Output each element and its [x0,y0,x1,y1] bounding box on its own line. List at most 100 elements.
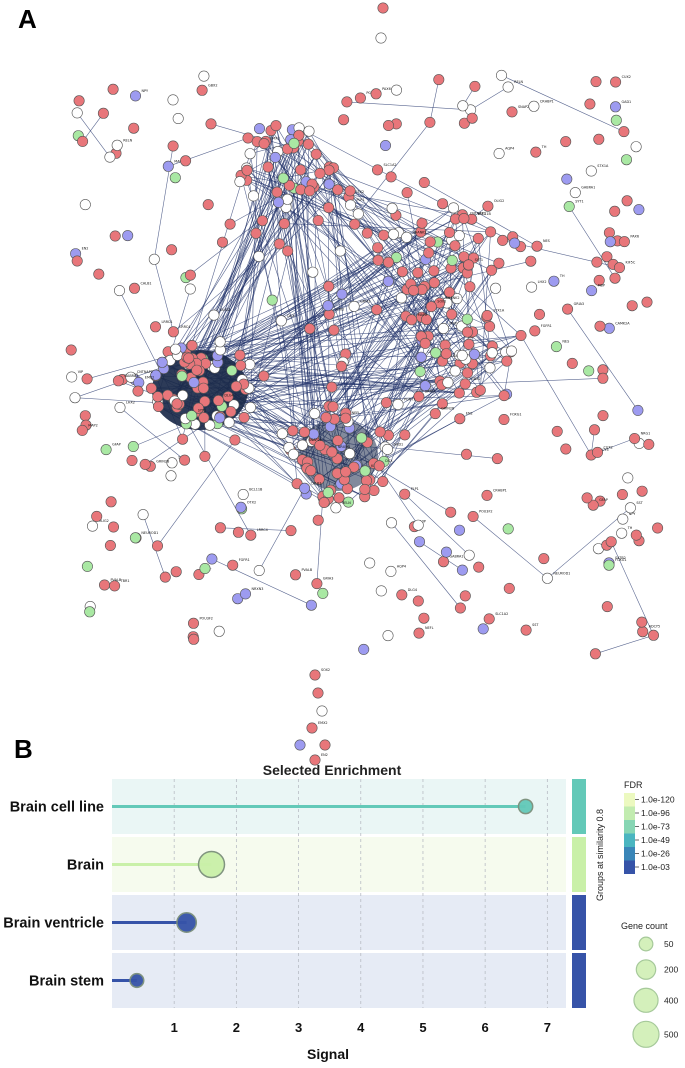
network-node-label: CAMK2A [615,321,630,325]
network-node [238,411,250,423]
legend-size-circle [638,936,654,952]
network-node-label: MBP [598,284,605,288]
network-node [79,199,91,211]
network-node [152,391,164,403]
network-node-label: MAP2 [88,423,97,427]
network-node [153,400,165,412]
network-node [294,739,306,751]
network-node [467,510,479,522]
network-node-label: DLG4 [449,354,458,358]
network-node [305,465,317,477]
network-node-label: FOXG1 [615,558,627,562]
network-node [100,444,112,456]
network-node [583,365,595,377]
network-node [122,230,134,242]
network-node [454,413,466,425]
network-node [396,589,408,601]
network-node [408,284,420,296]
group-sidebar [572,837,586,892]
network-node [618,126,630,138]
network-node [503,582,515,594]
network-node [440,348,452,360]
chart-category-label: Brain cell line [10,800,104,816]
network-node-label: EN2 [321,753,328,757]
legend-fdr-swatch [624,860,635,874]
network-node-label: ADCY5 [597,448,608,452]
x-tick-label: 2 [233,1020,240,1035]
network-edge [480,355,491,391]
network-edge [258,488,305,571]
network-node [126,454,138,466]
network-node [326,381,338,393]
network-node [84,606,96,618]
network-node-label: SST [532,623,539,627]
network-node-label: GRIN2B [441,407,455,411]
legend-fdr-scale: 1.0e-1201.0e-961.0e-731.0e-491.0e-261.0e… [624,793,675,874]
network-node [416,217,428,229]
network-node [287,448,299,460]
network-node-label: CUX2 [622,75,631,79]
network-node-label: NRXN3 [252,587,264,591]
network-node [531,240,543,252]
network-node-label: SYT1 [198,409,206,413]
protein-interaction-network: GRIA3LRRC4DLG4SYT1GABRA1THSSTRELNMAP2OLI… [65,2,664,766]
network-node [603,559,615,571]
network-node [253,250,265,262]
network-node [165,470,177,482]
network-node [323,280,335,292]
network-node [385,171,397,183]
network-node-label: EMX2 [318,721,328,725]
network-node-label: GFAP [112,443,121,447]
network-node [69,392,81,404]
network-node [202,199,214,211]
network-node [285,525,297,537]
network-edge [288,289,423,448]
network-node-label: MAP2 [174,159,183,163]
legend-fdr-swatch [624,847,635,861]
network-node [375,32,387,44]
network-node [382,120,394,132]
network-node [390,252,402,264]
network-node-label: GABRA1 [450,555,464,559]
network-node [130,90,142,102]
network-node [109,580,121,592]
network-node-label: EN2 [82,247,89,251]
network-node [186,339,198,351]
network-node-label: RELN [123,138,132,142]
network-node [199,562,211,574]
network-node [442,376,454,388]
network-edge [595,635,654,655]
network-node [604,236,616,248]
network-node [179,454,191,466]
network-node [199,395,211,407]
network-edge [472,516,548,579]
network-node [166,457,178,469]
network-node-label: TH [559,274,565,278]
legend-fdr-label: 1.0e-73 [641,822,670,832]
network-edge [501,75,625,132]
network-node-label: CUX2 [604,445,613,449]
network-node [332,184,344,196]
network-node [298,426,310,438]
network-node [461,326,473,338]
network-node [244,148,256,160]
network-node [196,84,208,96]
network-node [66,371,78,383]
network-node [609,101,621,113]
network-node [326,446,338,458]
network-node [107,83,119,95]
network-edge [346,101,471,111]
network-node [520,624,532,636]
network-node [588,424,600,436]
network-node [230,380,242,392]
network-node [481,309,493,321]
network-node-label: PLP1 [357,198,365,202]
network-node [111,139,123,151]
network-node [312,514,324,526]
network-node-label: GRIN2B [156,459,170,463]
network-node [430,347,442,359]
network-node [425,301,437,313]
network-node [217,236,229,248]
network-node-label: PVALB [111,578,122,582]
network-edge [217,355,421,372]
